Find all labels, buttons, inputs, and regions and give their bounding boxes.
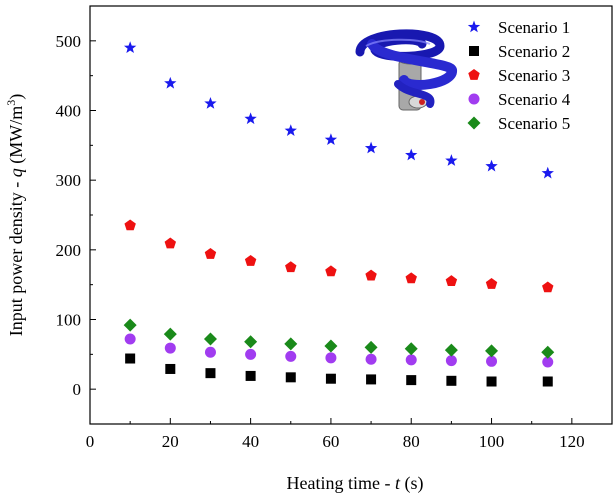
data-point-diamond bbox=[324, 339, 338, 353]
data-point-pentagon bbox=[285, 261, 297, 273]
data-point-diamond bbox=[203, 332, 217, 346]
data-point-pentagon bbox=[244, 254, 257, 266]
series-3 bbox=[124, 219, 554, 293]
legend-label: Scenario 2 bbox=[498, 42, 570, 61]
y-tick-label: 100 bbox=[56, 311, 82, 330]
data-point-circle bbox=[445, 355, 457, 367]
legend: Scenario 1 Scenario 2 Scenario 3 Scenario 4… bbox=[467, 18, 571, 133]
data-point-circle bbox=[204, 346, 216, 358]
data-point-star bbox=[405, 148, 418, 161]
data-point-square bbox=[205, 368, 216, 379]
data-point-diamond bbox=[404, 342, 418, 356]
data-point-diamond bbox=[444, 343, 458, 357]
legend-item: Scenario 1 bbox=[467, 18, 570, 37]
data-point-star bbox=[244, 112, 257, 125]
data-point-star bbox=[485, 159, 498, 172]
data-point-square bbox=[486, 376, 497, 387]
legend-marker-diamond bbox=[467, 116, 481, 130]
data-point-pentagon bbox=[124, 219, 136, 231]
legend-marker-square bbox=[469, 46, 479, 56]
legend-marker-circle bbox=[468, 93, 480, 105]
data-point-pentagon bbox=[164, 237, 177, 249]
data-point-square bbox=[325, 373, 336, 384]
data-point-square bbox=[285, 372, 296, 383]
legend-marker-pentagon bbox=[468, 69, 480, 80]
data-point-circle bbox=[285, 350, 297, 362]
data-point-square bbox=[366, 374, 377, 385]
data-point-square bbox=[542, 376, 553, 387]
x-tick-label: 40 bbox=[242, 432, 259, 451]
x-tick-label: 80 bbox=[403, 432, 420, 451]
y-tick-label: 500 bbox=[56, 32, 82, 51]
data-point-diamond bbox=[485, 344, 499, 358]
data-point-diamond bbox=[541, 345, 555, 359]
axis-ticks: 0 20 40 60 80 100 120 0 100 200 300 400 500 bbox=[56, 32, 585, 451]
data-point-star bbox=[324, 133, 338, 146]
data-point-star bbox=[445, 154, 458, 166]
data-point-diamond bbox=[284, 337, 298, 351]
y-tick-label: 200 bbox=[56, 241, 82, 260]
x-tick-label: 0 bbox=[86, 432, 95, 451]
series-4 bbox=[124, 333, 554, 368]
data-point-star bbox=[364, 141, 378, 154]
data-point-diamond bbox=[244, 335, 258, 349]
data-point-circle bbox=[365, 353, 377, 365]
data-point-diamond bbox=[123, 318, 137, 332]
legend-marker-star bbox=[467, 20, 481, 33]
data-point-pentagon bbox=[365, 269, 377, 281]
series-5 bbox=[123, 318, 555, 359]
data-point-star bbox=[541, 166, 554, 179]
x-tick-label: 20 bbox=[162, 432, 179, 451]
helical-coil-icon bbox=[355, 29, 457, 111]
legend-label: Scenario 4 bbox=[498, 90, 571, 109]
series-1 bbox=[123, 41, 554, 179]
data-point-pentagon bbox=[405, 272, 417, 284]
data-point-star bbox=[284, 124, 297, 136]
legend-label: Scenario 3 bbox=[498, 66, 570, 85]
data-point-square bbox=[406, 375, 417, 386]
y-tick-label: 300 bbox=[56, 171, 82, 190]
data-point-pentagon bbox=[542, 281, 554, 293]
series-2 bbox=[125, 353, 553, 387]
data-point-diamond bbox=[163, 327, 177, 341]
data-point-pentagon bbox=[325, 265, 337, 277]
x-tick-label: 60 bbox=[322, 432, 339, 451]
legend-label: Scenario 1 bbox=[498, 18, 570, 37]
data-point-star bbox=[204, 97, 217, 109]
data-point-pentagon bbox=[445, 275, 458, 287]
legend-label: Scenario 5 bbox=[498, 114, 570, 133]
data-point-pentagon bbox=[204, 248, 217, 259]
data-point-square bbox=[446, 375, 457, 386]
y-axis-title: Input power density - q (MW/m3) bbox=[4, 94, 27, 336]
data-point-circle bbox=[405, 354, 417, 366]
legend-item: Scenario 2 bbox=[469, 42, 570, 61]
data-point-circle bbox=[124, 333, 136, 345]
data-point-square bbox=[245, 370, 256, 381]
data-marks bbox=[123, 41, 555, 387]
data-point-circle bbox=[486, 355, 498, 367]
x-axis-title: Heating time - t (s) bbox=[287, 473, 424, 494]
legend-item: Scenario 4 bbox=[468, 90, 571, 109]
data-point-square bbox=[125, 353, 136, 364]
data-point-circle bbox=[542, 356, 554, 368]
data-point-square bbox=[165, 363, 176, 374]
data-point-star bbox=[164, 76, 177, 89]
x-tick-label: 120 bbox=[559, 432, 585, 451]
data-point-pentagon bbox=[485, 277, 498, 289]
data-point-circle bbox=[245, 348, 257, 360]
data-point-circle bbox=[325, 352, 337, 364]
data-point-star bbox=[123, 41, 137, 54]
legend-item: Scenario 3 bbox=[468, 66, 570, 85]
data-point-circle bbox=[164, 342, 176, 354]
x-tick-label: 100 bbox=[479, 432, 505, 451]
legend-item: Scenario 5 bbox=[467, 114, 570, 133]
y-tick-label: 400 bbox=[56, 102, 82, 121]
data-point-diamond bbox=[364, 340, 378, 354]
y-tick-label: 0 bbox=[73, 380, 82, 399]
